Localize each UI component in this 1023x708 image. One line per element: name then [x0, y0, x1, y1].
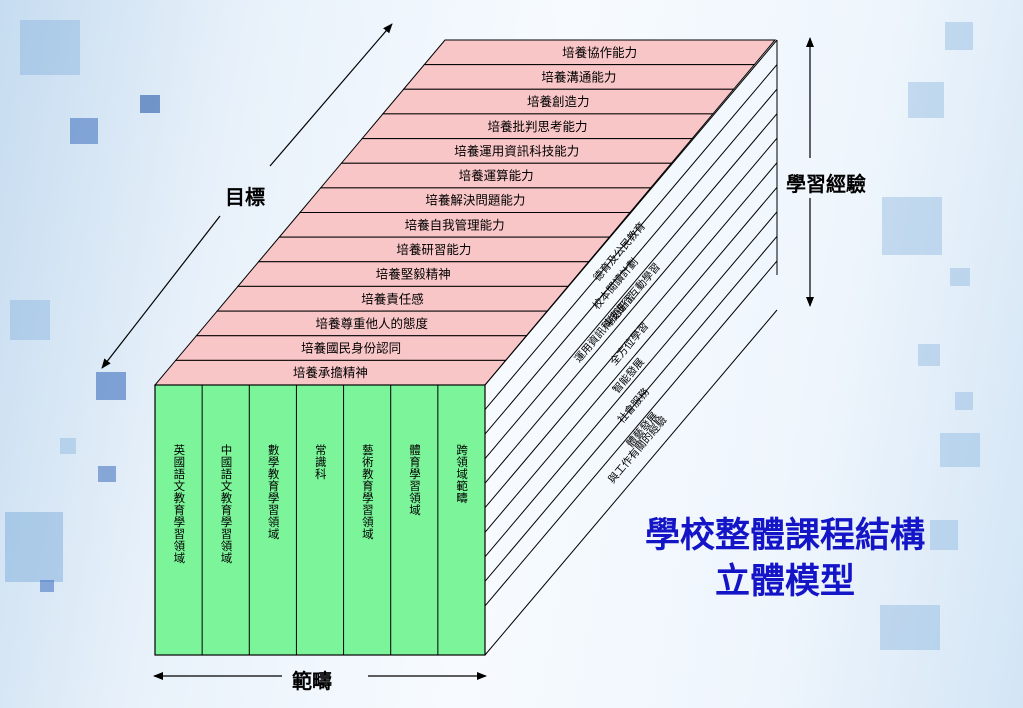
goal-label: 培養創造力 — [527, 94, 590, 109]
subject-label: 體育學習領域 — [408, 444, 423, 516]
experience-divider — [484, 309, 778, 656]
experience-axis-label: 學習經驗 — [786, 172, 866, 196]
subject-label: 藝術教育學習領域 — [360, 444, 375, 540]
experience-divider — [484, 211, 778, 558]
subject-column: 跨領域範疇 — [438, 444, 484, 644]
goal-arrow-lower — [101, 215, 221, 369]
experience-divider — [484, 236, 778, 582]
goal-label: 培養解決問題能力 — [425, 193, 525, 208]
goal-label: 培養研習能力 — [396, 242, 471, 257]
experience-divider — [484, 186, 778, 533]
goal-label: 培養自我管理能力 — [405, 217, 505, 232]
title-line-2: 立體模型 — [714, 561, 855, 602]
goal-label: 培養國民身份認同 — [301, 341, 401, 356]
experience-divider — [484, 88, 778, 435]
axis-arrows — [101, 23, 814, 680]
experience-divider — [484, 39, 778, 386]
goal-label: 培養承擔精神 — [293, 365, 368, 380]
diagram-title: 學校整體課程結構 立體模型 — [600, 513, 970, 605]
experience-divider — [484, 260, 778, 607]
experience-divider — [484, 64, 778, 410]
experience-divider — [484, 137, 778, 484]
goal-arrow-upper — [269, 23, 393, 167]
scope-axis-label: 範疇 — [292, 669, 332, 693]
subject-label: 跨領域範疇 — [455, 444, 470, 504]
subject-column: 藝術教育學習領域 — [344, 444, 390, 644]
goal-label: 培養協作能力 — [562, 45, 637, 60]
subject-column: 體育學習領域 — [391, 444, 437, 644]
subject-column: 中國語文教育學習領域 — [203, 444, 249, 644]
goal-label: 培養溝通能力 — [541, 69, 616, 84]
subject-label: 英國語文教育學習領域 — [172, 444, 187, 564]
title-line-1: 學校整體課程結構 — [644, 515, 925, 556]
goal-label: 培養運算能力 — [459, 168, 534, 183]
goal-label: 培養批判思考能力 — [487, 119, 587, 134]
experience-divider — [484, 162, 778, 509]
goal-label: 培養堅毅精神 — [376, 267, 451, 282]
goal-label: 培養尊重他人的態度 — [316, 316, 429, 331]
subject-label: 數學教育學習領域 — [266, 444, 281, 540]
subject-column: 數學教育學習領域 — [250, 444, 296, 644]
subject-label: 中國語文教育學習領域 — [219, 444, 234, 564]
subject-column: 英國語文教育學習領域 — [156, 444, 202, 644]
subjects-front-face — [154, 384, 486, 656]
goals-top-face: 培養協作能力培養溝通能力培養創造力培養批判思考能力培養運用資訊科技能力培養運算能… — [153, 39, 777, 386]
experience-divider — [484, 113, 778, 459]
subject-column: 常識科 — [297, 444, 343, 644]
goal-label: 培養運用資訊科技能力 — [454, 143, 579, 158]
goal-axis-label: 目標 — [225, 185, 265, 209]
front-face-rect — [154, 384, 486, 656]
subject-label: 常識科 — [313, 444, 328, 480]
goal-label: 培養責任感 — [361, 291, 424, 306]
